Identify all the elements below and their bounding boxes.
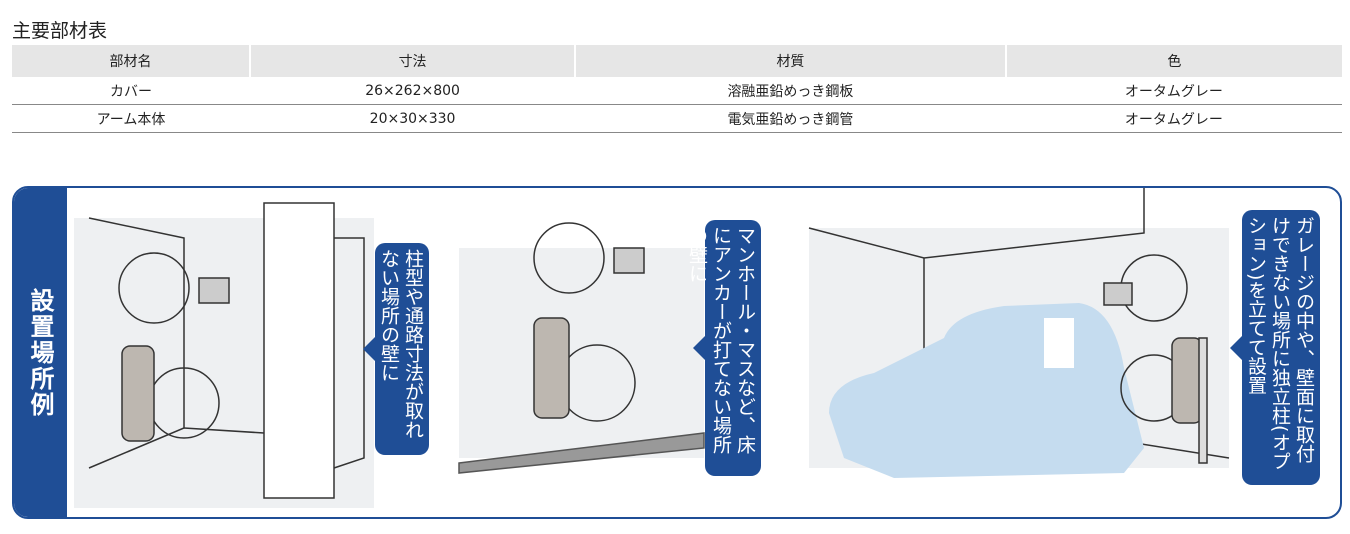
callout-3: ガレージの中や、壁面に取付けできない場所に独立柱(オプション)を立てて設置 — [1230, 210, 1320, 485]
section-label: 設置場所例 — [14, 188, 67, 517]
page-title: 主要部材表 — [12, 20, 108, 42]
cell: アーム本体 — [12, 104, 250, 133]
cell: オータムグレー — [1005, 104, 1342, 133]
illustrations — [74, 188, 1230, 508]
table-row: カバー 26×262×800 溶融亜鉛めっき鋼板 オータムグレー — [12, 77, 1342, 105]
wall-illustration-2 — [458, 222, 705, 474]
cell: 電気亜鉛めっき鋼管 — [575, 104, 1006, 133]
parts-table: 部材名 寸法 材質 色 カバー 26×262×800 溶融亜鉛めっき鋼板 オータ… — [12, 45, 1342, 133]
cell: 溶融亜鉛めっき鋼板 — [575, 77, 1006, 105]
col-header: 寸法 — [248, 45, 576, 77]
col-header: 材質 — [574, 45, 1006, 77]
col-header: 部材名 — [12, 45, 250, 77]
installation-examples-panel: 設置場所例 柱型や通路寸法が取れない場所の壁に マンホール・マスなど、床にアンカ… — [12, 186, 1342, 519]
col-header: 色 — [1004, 45, 1342, 77]
table-row: アーム本体 20×30×330 電気亜鉛めっき鋼管 オータムグレー — [12, 104, 1342, 133]
cell: 26×262×800 — [249, 77, 576, 105]
callout-1: 柱型や通路寸法が取れない場所の壁に — [363, 243, 429, 455]
cell: オータムグレー — [1005, 77, 1342, 105]
callout-2: マンホール・マスなど、床にアンカーが打てない場所の壁に — [686, 220, 761, 476]
garage-illustration — [808, 188, 1230, 478]
wall-illustration-1 — [74, 202, 374, 508]
cell: 20×30×330 — [249, 104, 576, 133]
cell: カバー — [12, 77, 250, 105]
